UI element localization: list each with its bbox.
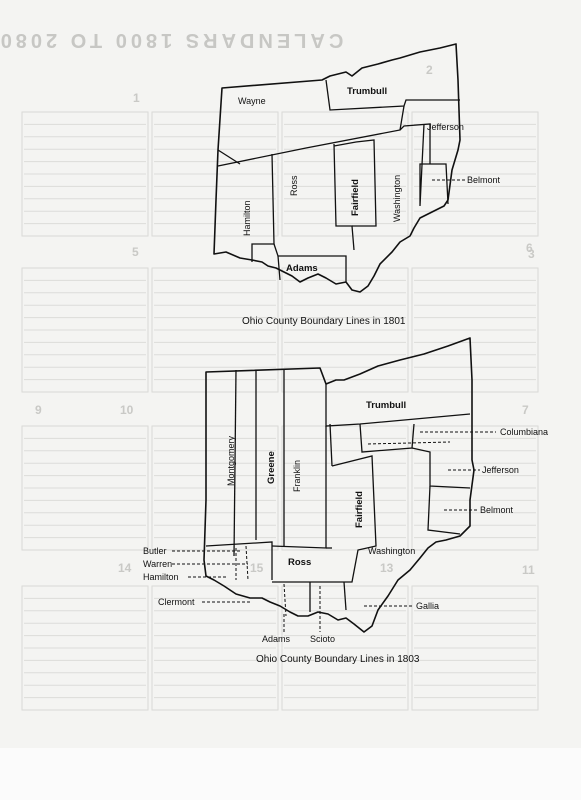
background-month-number: 11 bbox=[522, 563, 535, 577]
background-month-number: 1 bbox=[133, 91, 140, 105]
background-calendar-block bbox=[21, 267, 149, 393]
county-line-1803 bbox=[427, 485, 461, 535]
background-calendar-block bbox=[281, 111, 409, 237]
county-label-scioto: Scioto bbox=[310, 634, 335, 644]
county-label-greene: Greene bbox=[266, 451, 277, 484]
county-label-belmont-1801: Belmont bbox=[467, 175, 501, 185]
county-line-1801 bbox=[277, 255, 281, 281]
county-label-gallia: Gallia bbox=[416, 601, 439, 611]
county-line-1803 bbox=[233, 369, 237, 557]
county-label-washington-1803: Washington bbox=[368, 546, 415, 556]
background-month-number: 15 bbox=[250, 561, 264, 575]
background-calendar-block bbox=[411, 425, 539, 551]
background-month-number: 14 bbox=[118, 561, 132, 575]
county-label-fairfield-1803: Fairfield bbox=[354, 491, 365, 528]
county-label-washington-1801: Washington bbox=[392, 175, 402, 222]
county-label-belmont-1803: Belmont bbox=[480, 505, 514, 515]
county-line-1803 bbox=[325, 384, 471, 427]
ohio-outline-1803 bbox=[203, 337, 475, 633]
background-calendar-block bbox=[151, 425, 279, 551]
map-1803: Trumbull Columbiana Jefferson Belmont Mo… bbox=[143, 337, 548, 665]
background-calendar-block bbox=[281, 425, 409, 551]
county-line-1803 bbox=[329, 423, 333, 467]
county-label-fairfield-1801: Fairfield bbox=[350, 179, 361, 216]
county-label-ross-1801: Ross bbox=[289, 175, 299, 196]
background-month-number: 9 bbox=[35, 403, 42, 417]
county-line-1801 bbox=[333, 143, 355, 251]
county-label-hamilton-1801: Hamilton bbox=[242, 200, 252, 236]
county-label-warren: Warren bbox=[143, 559, 172, 569]
county-label-butler: Butler bbox=[143, 546, 167, 556]
background-calendar-title: CALENDARS 1800 TO 2080 bbox=[0, 29, 343, 51]
county-line-1801 bbox=[333, 139, 377, 227]
map-caption-1801: Ohio County Boundary Lines in 1801 bbox=[242, 316, 406, 327]
county-label-columbiana: Columbiana bbox=[500, 427, 548, 437]
background-calendar-block bbox=[411, 267, 539, 393]
county-label-adams-1801: Adams bbox=[286, 263, 318, 274]
background-calendar-block bbox=[21, 111, 149, 237]
county-label-jefferson-1801: Jefferson bbox=[427, 122, 464, 132]
map-caption-1803: Ohio County Boundary Lines in 1803 bbox=[256, 654, 420, 665]
county-label-adams-1803: Adams bbox=[262, 634, 291, 644]
background-calendar-block bbox=[151, 267, 279, 393]
background-calendar-block bbox=[411, 585, 539, 711]
county-line-1803 bbox=[343, 581, 347, 611]
county-line-1801 bbox=[251, 153, 275, 262]
county-line-1803 bbox=[272, 455, 377, 583]
background-month-numbers: 1 2 3 5 6 7 9 10 11 13 14 15 bbox=[35, 63, 535, 577]
county-label-wayne-1801: Wayne bbox=[238, 96, 266, 106]
dashed-boundary bbox=[245, 545, 249, 581]
county-label-franklin: Franklin bbox=[292, 460, 302, 492]
dashed-boundary bbox=[367, 441, 451, 445]
county-label-hamilton-1803: Hamilton bbox=[143, 572, 179, 582]
background-month-number: 6 bbox=[526, 241, 533, 255]
dashed-boundary bbox=[283, 583, 287, 617]
county-line-1801 bbox=[419, 123, 449, 207]
background-calendar-block bbox=[21, 425, 149, 551]
county-line-1803 bbox=[411, 447, 471, 489]
county-label-clermont: Clermont bbox=[158, 597, 195, 607]
background-calendar-block bbox=[151, 585, 279, 711]
county-label-trumbull-1803: Trumbull bbox=[366, 400, 406, 411]
background-month-number: 3 bbox=[528, 247, 535, 261]
background-month-number: 7 bbox=[522, 403, 529, 417]
county-line-1801 bbox=[399, 123, 431, 164]
county-line-1803 bbox=[205, 541, 273, 580]
background-calendar-block bbox=[411, 111, 539, 237]
background-calendar-block bbox=[281, 585, 409, 711]
county-line-1801 bbox=[217, 105, 405, 167]
background-month-number: 5 bbox=[132, 245, 139, 259]
county-label-ross-1803: Ross bbox=[288, 557, 311, 568]
background-calendar-grid bbox=[21, 111, 539, 711]
county-label-trumbull-1801: Trumbull bbox=[347, 86, 387, 97]
scan-margin bbox=[0, 748, 581, 800]
county-label-jefferson-1803: Jefferson bbox=[482, 465, 519, 475]
background-month-number: 2 bbox=[426, 63, 433, 77]
map-1801: Wayne Trumbull Jefferson Belmont Hamilto… bbox=[213, 43, 501, 327]
background-month-number: 13 bbox=[380, 561, 394, 575]
background-calendar-block bbox=[281, 267, 409, 393]
county-line-1801 bbox=[217, 149, 241, 165]
county-line-1803 bbox=[359, 423, 415, 453]
background-calendar-block bbox=[21, 585, 149, 711]
ohio-outline-1801 bbox=[213, 43, 461, 293]
background-month-number: 10 bbox=[120, 403, 134, 417]
county-line-1801 bbox=[273, 243, 347, 282]
county-label-montgomery: Montgomery bbox=[226, 435, 236, 486]
